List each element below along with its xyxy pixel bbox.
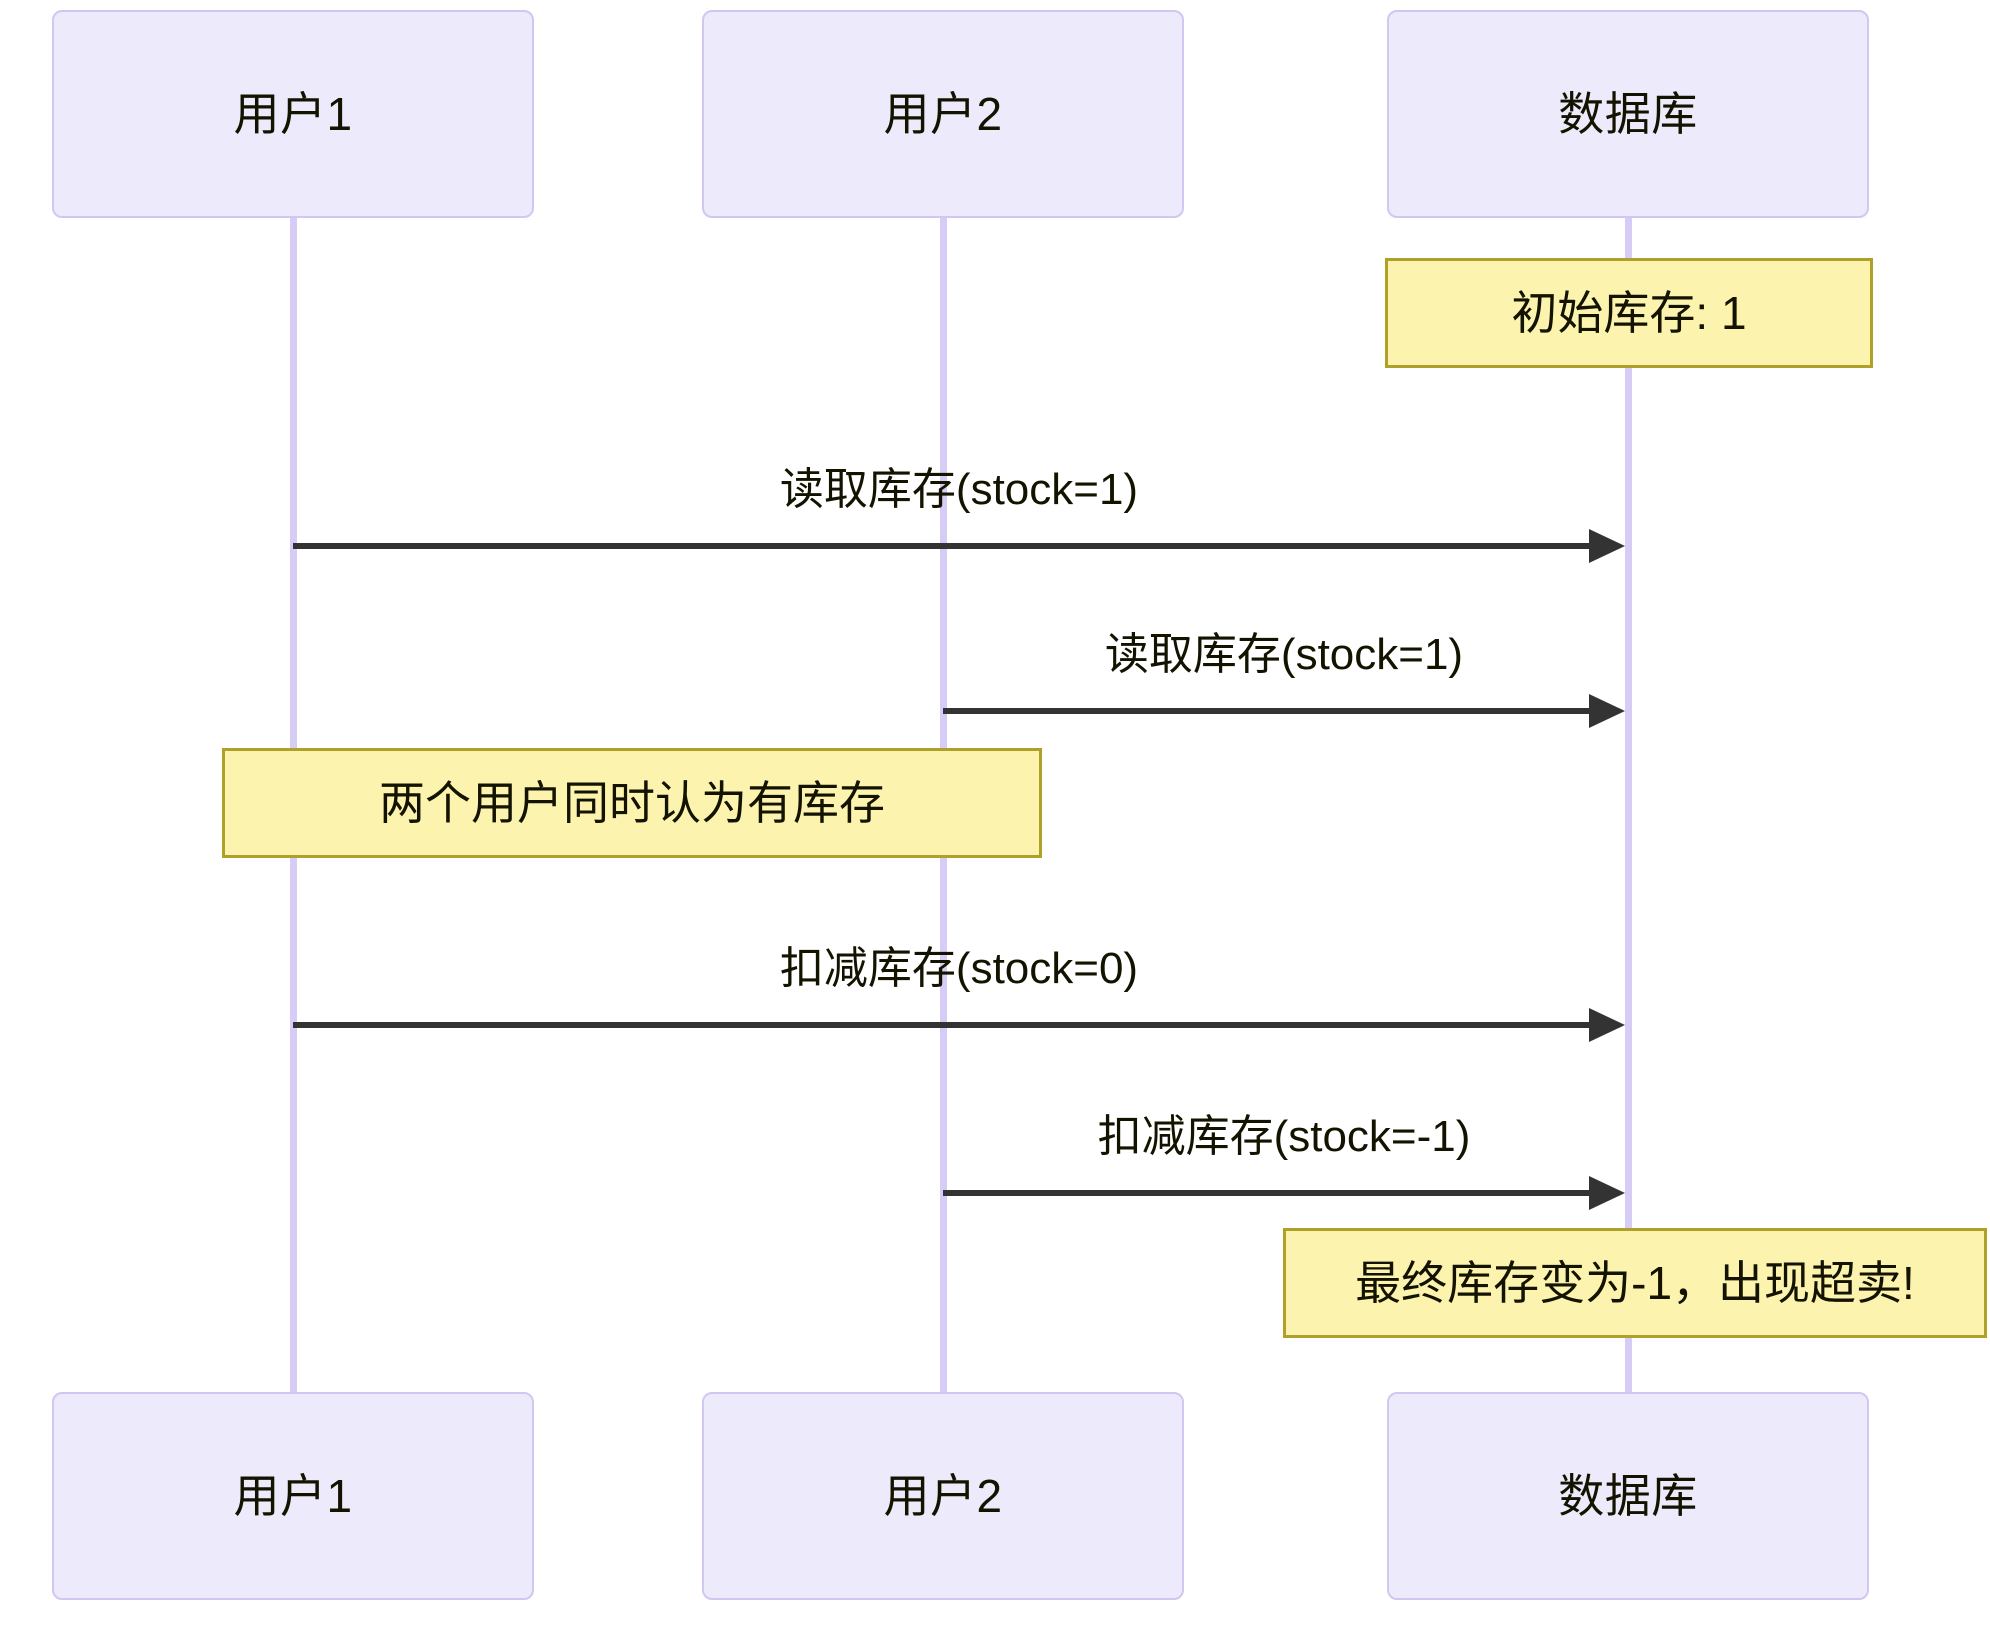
participant-box-database-bottom[interactable]: 数据库	[1387, 1392, 1869, 1600]
message-3-line	[293, 1022, 1593, 1028]
participant-box-user1-top[interactable]: 用户1	[52, 10, 534, 218]
message-2-arrowhead	[1589, 694, 1625, 728]
participant-box-user2-top[interactable]: 用户2	[702, 10, 1184, 218]
note-initial-stock: 初始库存: 1	[1385, 258, 1873, 368]
lifeline-database	[1625, 218, 1632, 1392]
message-1-arrowhead	[1589, 529, 1625, 563]
participant-label-database-bottom: 数据库	[1558, 1470, 1698, 1522]
note-both-see-stock-text: 两个用户同时认为有库存	[379, 777, 885, 829]
message-4-line	[943, 1190, 1593, 1196]
participant-label-user2-bottom: 用户2	[883, 1470, 1003, 1522]
message-1-line	[293, 543, 1593, 549]
message-4-arrowhead	[1589, 1176, 1625, 1210]
participant-box-user1-bottom[interactable]: 用户1	[52, 1392, 534, 1600]
participant-box-user2-bottom[interactable]: 用户2	[702, 1392, 1184, 1600]
note-both-see-stock: 两个用户同时认为有库存	[222, 748, 1042, 858]
participant-label-user1-bottom: 用户1	[233, 1470, 353, 1522]
message-2-label: 读取库存(stock=1)	[1104, 630, 1464, 679]
message-1-label: 读取库存(stock=1)	[779, 465, 1139, 514]
participant-box-database-top[interactable]: 数据库	[1387, 10, 1869, 218]
participant-label-user2-top: 用户2	[883, 88, 1003, 140]
note-oversold-text: 最终库存变为-1，出现超卖!	[1355, 1257, 1915, 1309]
participant-label-user1-top: 用户1	[233, 88, 353, 140]
note-oversold: 最终库存变为-1，出现超卖!	[1283, 1228, 1987, 1338]
note-initial-stock-text: 初始库存: 1	[1511, 287, 1747, 339]
participant-label-database-top: 数据库	[1558, 88, 1698, 140]
message-3-label: 扣减库存(stock=0)	[779, 944, 1139, 993]
message-4-label: 扣减库存(stock=-1)	[1097, 1112, 1471, 1161]
message-3-arrowhead	[1589, 1008, 1625, 1042]
message-2-line	[943, 708, 1593, 714]
